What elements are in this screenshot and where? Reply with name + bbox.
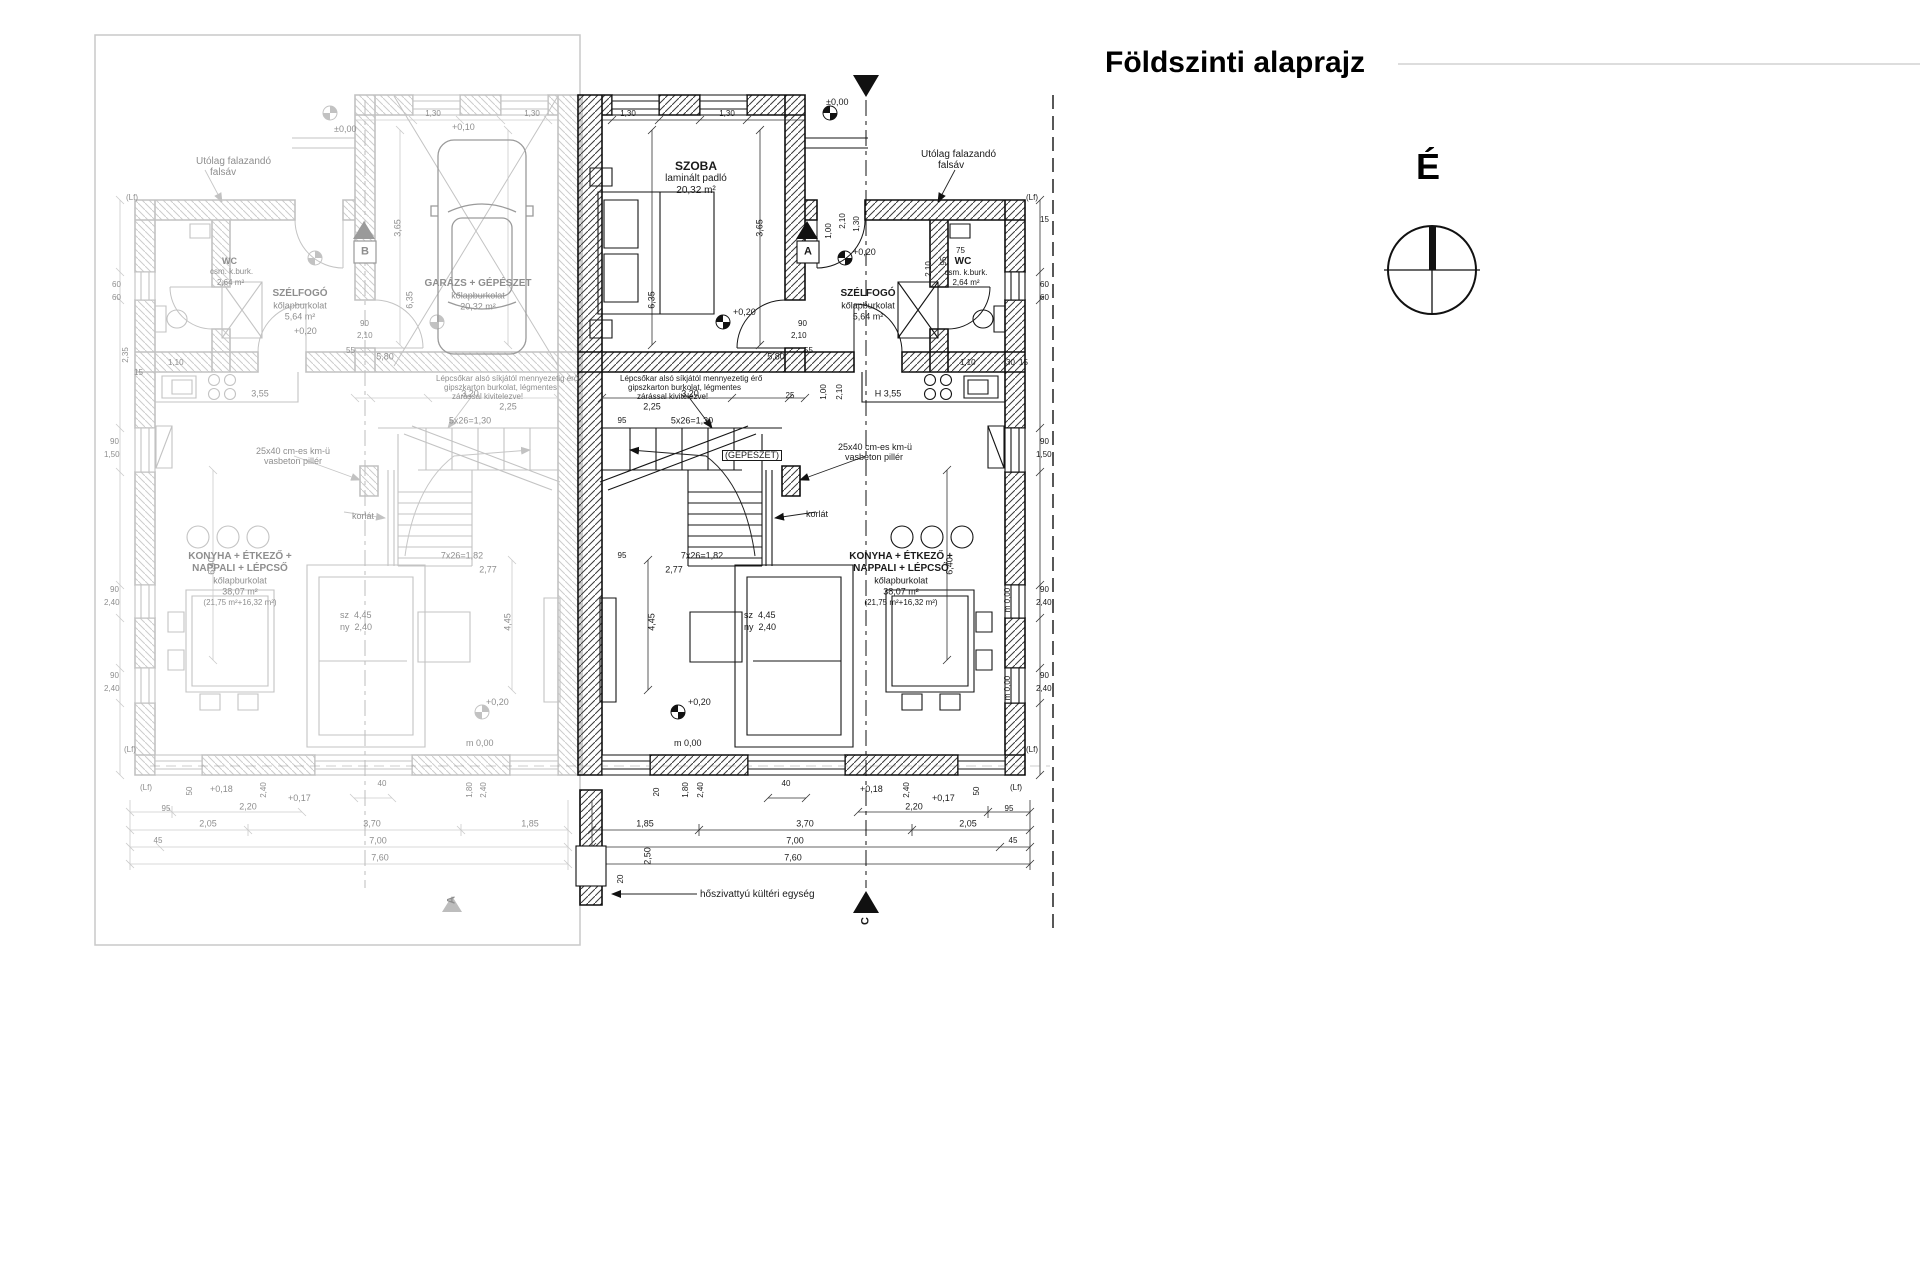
north-label: É	[1416, 146, 1441, 187]
car-top-view	[430, 139, 534, 355]
page-title: Földszinti alaprajz	[1105, 46, 1366, 79]
north-compass	[1384, 225, 1480, 315]
section-marker-b-arrow	[353, 221, 375, 239]
bedroom-bed	[589, 167, 715, 339]
heat-pump-outdoor-unit	[575, 789, 697, 906]
section-marker-a-box	[796, 240, 820, 264]
active-unit	[578, 95, 1044, 870]
faded-extras	[353, 95, 559, 912]
faded-mirrored-unit	[116, 95, 582, 870]
section-marker-a-arrow	[796, 221, 818, 239]
section-marker-a2-arrow	[442, 896, 462, 912]
garage-cross-lines	[393, 95, 559, 367]
underlay-sheet-border	[94, 34, 581, 946]
section-marker-b-box	[353, 240, 377, 264]
